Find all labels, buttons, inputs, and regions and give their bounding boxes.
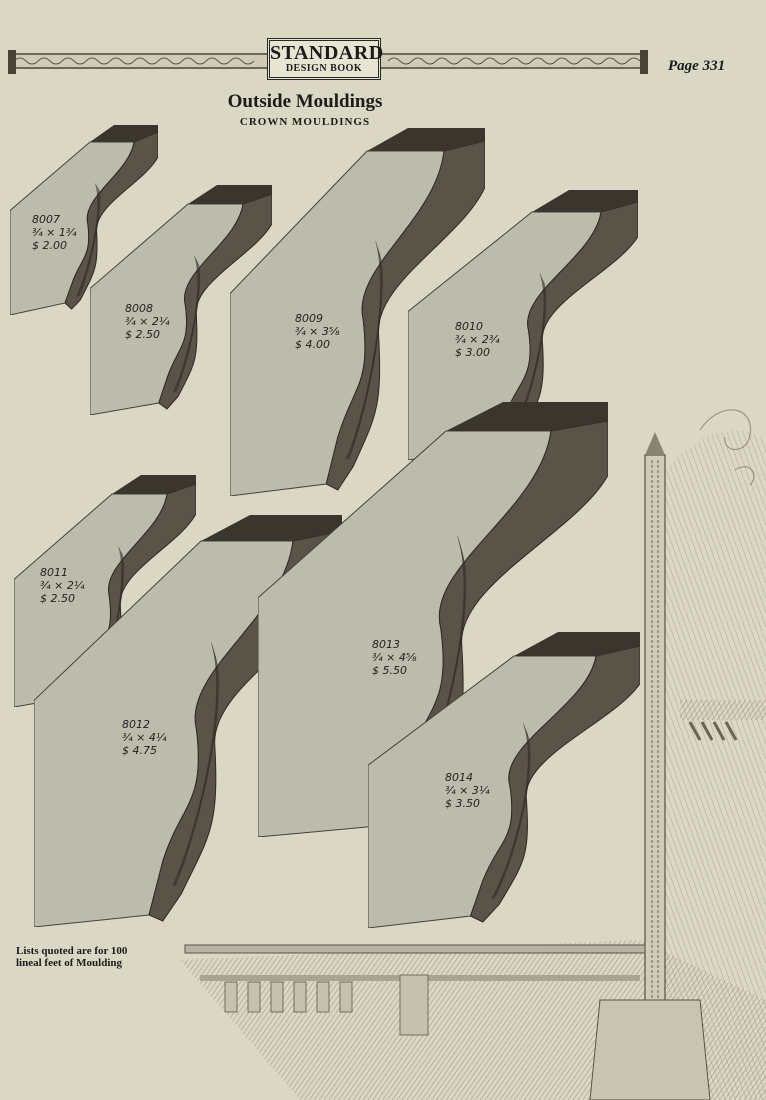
moulding-number: 8012 [122,718,150,731]
wood-grain-line [79,189,101,297]
moulding-size: ¾ × 4¼ [122,731,167,744]
wood-grain-line [175,263,201,393]
moulding-8007-illustration [10,125,158,315]
wood-grain-line [172,641,217,886]
moulding-number: 8009 [295,312,323,325]
moulding-price: $ 5.50 [372,664,407,677]
wood-grain-line [173,645,218,886]
moulding-end-grain [367,128,485,151]
wood-grain-line [78,188,100,297]
moulding-label-8009: 8009 ¾ × 3⅝ $ 4.00 [295,312,340,351]
standard-design-book-logo: STANDARD DESIGN BOOK [267,38,384,80]
moulding-8010-illustration [408,190,638,460]
moulding-end-grain [514,632,640,656]
moulding-8008-illustration [90,185,272,415]
wood-grain-line [347,250,383,460]
moulding-end-grain [90,125,158,142]
wood-grain-line [492,725,529,899]
wood-grain-line [173,648,218,886]
wood-grain-line [76,183,98,297]
page-subtitle: CROWN MOULDINGS [239,116,371,128]
logo-sub-text: DESIGN BOOK [285,63,363,74]
moulding-size: ¾ × 1¾ [32,226,77,239]
page-number: Page 331 [668,58,726,74]
moulding-label-8010: 8010 ¾ × 2¾ $ 3.00 [455,320,500,359]
wood-grain-line [345,241,381,460]
moulding-end-grain [532,190,638,212]
moulding-price: $ 4.00 [295,338,330,351]
wood-grain-line [77,185,99,297]
moulding-size: ¾ × 3¼ [445,784,490,797]
wood-grain-line [346,244,382,460]
wood-grain-line [174,259,199,393]
wood-grain-line [348,253,383,460]
moulding-price: $ 2.50 [40,592,75,605]
moulding-label-8008: 8008 ¾ × 2¼ $ 2.50 [125,302,170,341]
footnote-line-2: lineal feet of Moulding [16,957,123,969]
moulding-number: 8007 [32,213,60,226]
logo-main-text: STANDARD [270,42,384,64]
moulding-size: ¾ × 2¾ [455,333,500,346]
moulding-end-grain [446,402,608,431]
wood-grain-line [494,733,531,899]
moulding-size: ¾ × 2¼ [125,315,170,328]
moulding-profile-shadow [469,645,640,923]
moulding-size: ¾ × 2¼ [40,579,85,592]
moulding-price: $ 2.00 [32,239,67,252]
wood-grain-line [493,730,530,899]
moulding-end-grain [188,185,272,204]
moulding-label-8011: 8011 ¾ × 2¼ $ 2.50 [40,566,85,605]
wood-grain-line [174,261,200,393]
moulding-8009-illustration [230,128,485,496]
wood-grain-line [173,257,199,393]
moulding-label-8012: 8012 ¾ × 4¼ $ 4.75 [122,718,167,757]
moulding-number: 8014 [445,771,473,784]
moulding-size: ¾ × 3⅝ [295,325,340,338]
wood-grain-line [175,655,219,886]
moulding-price: $ 3.50 [445,797,480,810]
footnote-line-1: Lists quoted are for 100 [16,945,128,957]
moulding-price: $ 4.75 [122,744,157,757]
wood-grain-line [172,255,198,393]
moulding-price: $ 2.50 [125,328,160,341]
moulding-number: 8013 [372,638,400,651]
moulding-label-8007: 8007 ¾ × 1¾ $ 2.00 [32,213,77,252]
moulding-end-grain [112,475,196,494]
moulding-number: 8011 [40,566,68,579]
moulding-label-8014: 8014 ¾ × 3¼ $ 3.50 [445,771,490,810]
moulding-end-grain [201,515,342,541]
moulding-label-8013: 8013 ¾ × 4⅝ $ 5.50 [372,638,417,677]
wood-grain-line [77,186,100,297]
wood-grain-line [491,723,529,899]
wood-grain-line [492,728,530,899]
page-title: Outside Mouldings [227,91,383,112]
moulding-size: ¾ × 4⅝ [372,651,417,664]
wood-grain-line [174,652,219,886]
moulding-price: $ 3.00 [455,346,490,359]
pricing-footnote: Lists quoted are for 100 lineal feet of … [16,945,176,969]
moulding-8014-illustration [368,632,640,928]
wood-grain-line [347,247,382,460]
moulding-number: 8010 [455,320,483,333]
moulding-number: 8008 [125,302,153,315]
